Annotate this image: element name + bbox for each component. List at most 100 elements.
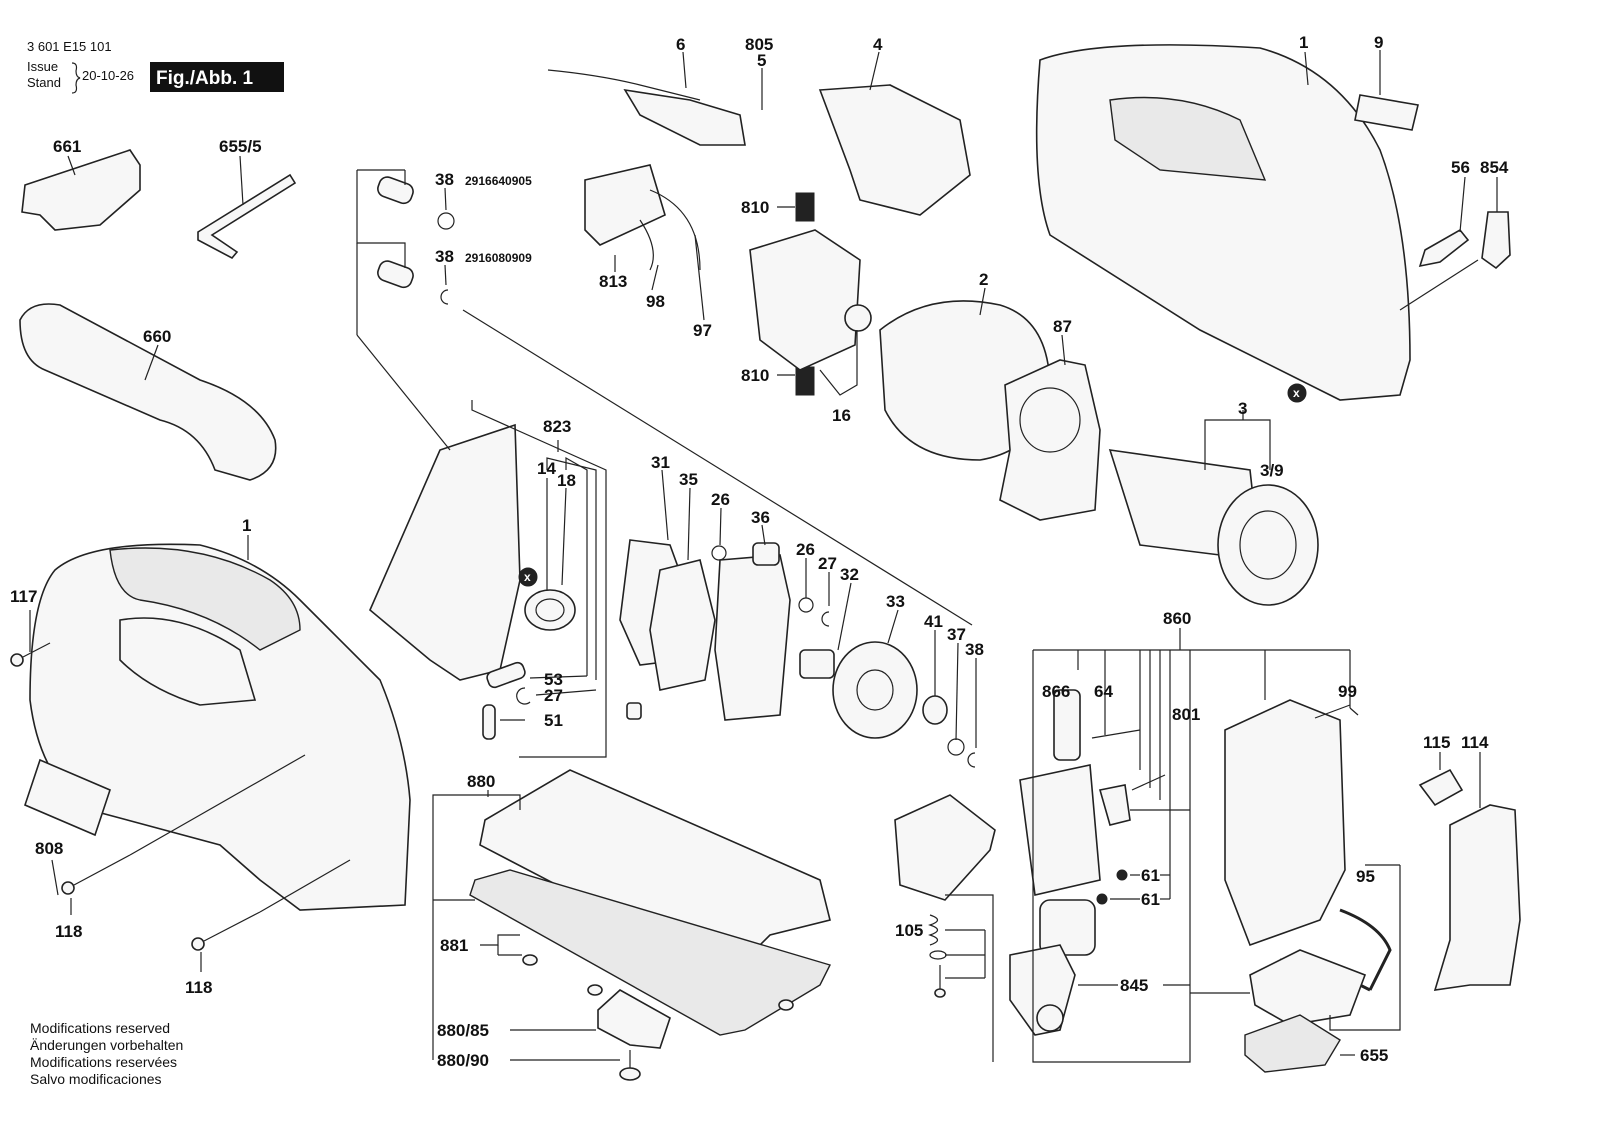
callout-660: 660 <box>143 327 171 346</box>
part-27-clip-a <box>821 611 830 627</box>
callout-801: 801 <box>1172 705 1200 724</box>
part-880-90-screw <box>619 1050 641 1081</box>
part-98-97-wires <box>639 189 701 271</box>
header-block: 3 601 E15 101 Issue Stand 20-10-26 Fig./… <box>27 39 284 94</box>
part-32-pinion <box>799 649 835 679</box>
callout-32: 32 <box>840 565 859 584</box>
part-845-wheel <box>1036 1004 1064 1032</box>
callout-5: 5 <box>757 51 766 70</box>
part-number: 3 601 E15 101 <box>27 39 112 54</box>
part-6-cord <box>547 69 701 101</box>
callout-105: 105 <box>895 921 923 940</box>
part-115-cap <box>1418 768 1464 807</box>
part-854-knob <box>1481 211 1511 270</box>
callout-810-a: 810 <box>741 198 769 217</box>
callout-56: 56 <box>1451 158 1470 177</box>
callout-3: 3 <box>1238 399 1247 418</box>
part-661-shape <box>21 149 141 231</box>
callout-6: 6 <box>676 35 685 54</box>
part-3-9-fan-hub <box>1239 510 1297 580</box>
part-36-cover <box>714 554 791 721</box>
callout-37: 37 <box>947 625 966 644</box>
part-1-handle-opening-right <box>1109 96 1267 181</box>
modifications-notes: Modifications reserved Änderungen vorbeh… <box>30 1020 183 1087</box>
callout-3-9: 3/9 <box>1260 461 1284 480</box>
callout-805: 805 <box>745 35 773 54</box>
part-117-screw <box>10 642 51 667</box>
part-56-lever <box>1418 228 1470 268</box>
callout-26-a: 26 <box>711 490 730 509</box>
part-38-pin-b <box>377 260 414 289</box>
part-118-screw-a <box>61 854 131 895</box>
part-38-clip-b <box>440 289 449 305</box>
part-35-plate <box>649 559 716 691</box>
part-33-gear <box>832 641 918 739</box>
callout-115: 115 <box>1423 733 1450 752</box>
part-screw-small <box>626 702 642 720</box>
part-1-handle-grip <box>109 547 301 651</box>
x-marker-left: x <box>518 567 538 587</box>
part-9-label <box>1354 94 1419 131</box>
callout-2: 2 <box>979 270 988 289</box>
x-marker-right: x <box>1287 383 1307 403</box>
callout-38-a: 38 <box>435 170 454 189</box>
callout-114: 114 <box>1461 733 1489 752</box>
callout-854: 854 <box>1480 158 1509 177</box>
part-38-ring-a <box>437 212 455 230</box>
callout-41: 41 <box>924 612 943 631</box>
callout-881: 881 <box>440 936 468 955</box>
callout-813: 813 <box>599 272 627 291</box>
callout-61-b: 61 <box>1141 890 1160 909</box>
callout-26-b: 26 <box>796 540 815 559</box>
callout-36: 36 <box>751 508 770 527</box>
part-1-housing-right <box>1035 44 1411 401</box>
callout-880-85: 880/85 <box>437 1021 489 1040</box>
callout-64: 64 <box>1094 682 1113 701</box>
callout-38-b-code: 2916080909 <box>465 251 532 265</box>
callout-845: 845 <box>1120 976 1148 995</box>
part-866-guide <box>1053 689 1081 761</box>
callout-38-a-code: 2916640905 <box>465 174 532 188</box>
callout-118-b: 118 <box>185 978 212 997</box>
callout-808: 808 <box>35 839 63 858</box>
callout-53: 53 <box>544 670 563 689</box>
callout-labels: 6 805 5 4 1 9 661 655/5 38 2916640905 38… <box>10 33 1509 1070</box>
callout-655-5: 655/5 <box>219 137 262 156</box>
part-114-shoe <box>1433 804 1521 991</box>
part-26-washer-a <box>711 545 727 561</box>
callout-14: 14 <box>537 459 556 478</box>
callout-38-b: 38 <box>435 247 454 266</box>
callout-61-a: 61 <box>1141 866 1160 885</box>
callout-98: 98 <box>646 292 665 311</box>
part-866-lower <box>1039 899 1096 956</box>
part-36-top <box>752 542 780 566</box>
part-1-handle-opening <box>119 617 257 706</box>
callout-880: 880 <box>467 772 495 791</box>
part-38-clip-c <box>967 752 976 768</box>
callout-27-a: 27 <box>818 554 837 573</box>
issue-label: Issue <box>27 59 58 74</box>
callout-99: 99 <box>1338 682 1357 701</box>
figure-label: Fig./Abb. 1 <box>156 68 254 89</box>
callout-95: 95 <box>1356 867 1375 886</box>
callout-18: 18 <box>557 471 576 490</box>
svg-text:x: x <box>524 570 531 584</box>
part-813-module <box>584 164 666 246</box>
callout-823: 823 <box>543 417 571 436</box>
part-26-washer-b <box>798 597 814 613</box>
part-37-washer <box>947 738 965 756</box>
callout-810-b: 810 <box>741 366 769 385</box>
note-de: Änderungen vorbehalten <box>30 1037 183 1053</box>
part-660-adapter <box>19 303 277 481</box>
part-27-clip <box>516 687 531 705</box>
part-51-pin <box>482 704 496 740</box>
part-881-screws <box>522 954 794 1011</box>
part-810-brush-a <box>795 192 815 222</box>
part-808-label <box>24 758 111 837</box>
svg-text:x: x <box>1293 386 1300 400</box>
part-880-base-plate <box>479 769 831 976</box>
issue-date: 20-10-26 <box>82 68 134 83</box>
callout-1-left: 1 <box>242 516 251 535</box>
callout-655: 655 <box>1360 1046 1388 1065</box>
